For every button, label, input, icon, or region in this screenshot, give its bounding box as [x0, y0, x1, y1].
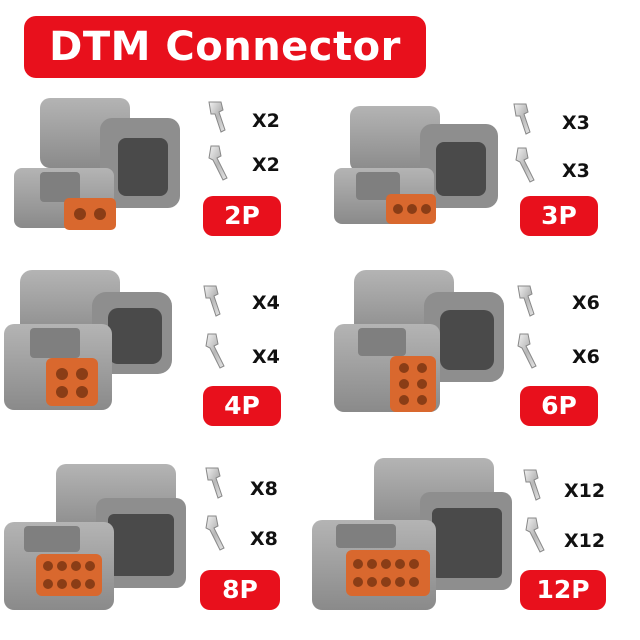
- qty-bottom: X6: [572, 346, 600, 368]
- male-pin-icon: [208, 145, 228, 181]
- female-pin-icon: [517, 285, 535, 317]
- qty-top: X8: [250, 478, 278, 500]
- qty-top: X12: [564, 480, 606, 502]
- connector-2p: X2 X2 2P: [0, 88, 300, 268]
- female-pin-icon: [208, 101, 226, 133]
- connector-4p: X4 X4 4P: [0, 262, 300, 442]
- connector-6p-image: [334, 270, 504, 412]
- connector-8p-image: [4, 464, 186, 610]
- pin-count-label: 3P: [520, 196, 598, 236]
- qty-top: X6: [572, 292, 600, 314]
- female-pin-icon: [513, 103, 531, 135]
- qty-bottom: X3: [562, 160, 590, 182]
- qty-top: X4: [252, 292, 280, 314]
- female-pin-icon: [203, 285, 221, 317]
- male-pin-icon: [205, 333, 225, 369]
- connector-3p: X3 X3 3P: [320, 88, 620, 268]
- qty-bottom: X12: [564, 530, 606, 552]
- qty-bottom: X2: [252, 154, 280, 176]
- male-pin-icon: [205, 515, 225, 551]
- pin-count-label: 12P: [520, 570, 606, 610]
- pin-count-label: 8P: [200, 570, 280, 610]
- connector-6p: X6 X6 6P: [320, 262, 620, 442]
- connector-2p-image: [14, 98, 180, 230]
- connector-3p-image: [334, 106, 498, 224]
- connector-4p-image: [4, 270, 172, 410]
- connector-8p: X8 X8 8P: [0, 450, 300, 630]
- male-pin-icon: [525, 517, 545, 553]
- qty-bottom: X4: [252, 346, 280, 368]
- connector-12p: X12 X12 12P: [310, 450, 610, 630]
- connector-12p-image: [312, 458, 512, 610]
- pin-count-label: 2P: [203, 196, 281, 236]
- male-pin-icon: [515, 147, 535, 183]
- qty-bottom: X8: [250, 528, 278, 550]
- qty-top: X3: [562, 112, 590, 134]
- female-pin-icon: [523, 469, 541, 501]
- male-pin-icon: [517, 333, 537, 369]
- title-banner: DTM Connector: [24, 16, 426, 78]
- female-pin-icon: [205, 467, 223, 499]
- pin-count-label: 6P: [520, 386, 598, 426]
- pin-count-label: 4P: [203, 386, 281, 426]
- qty-top: X2: [252, 110, 280, 132]
